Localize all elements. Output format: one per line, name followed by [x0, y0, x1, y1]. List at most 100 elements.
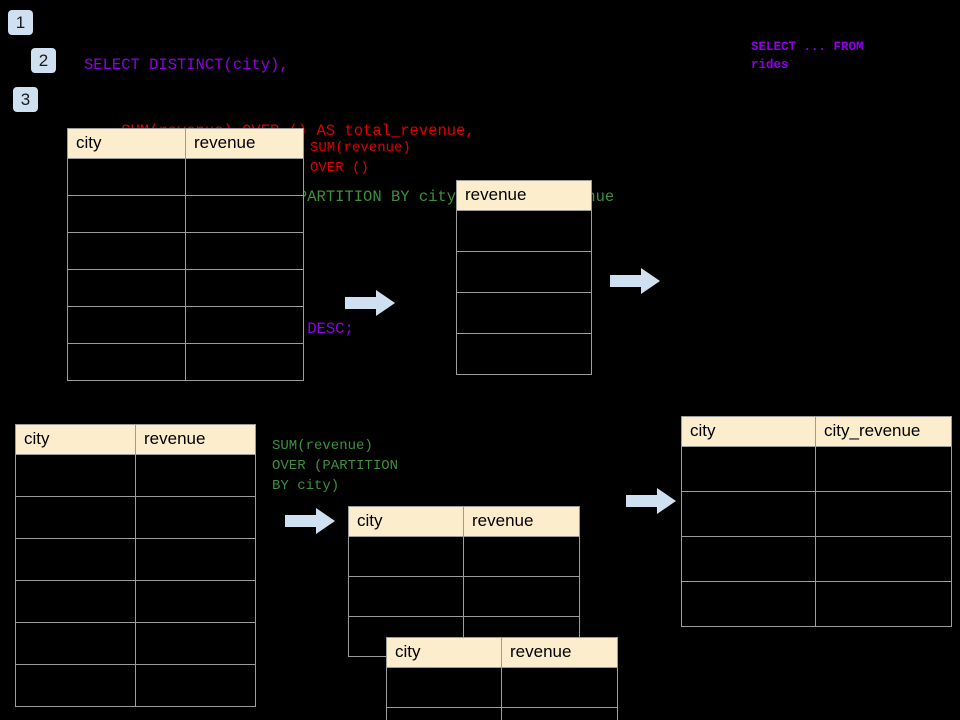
- sql-line-select: SELECT DISTINCT(city),: [84, 56, 289, 74]
- table-cell: [135, 538, 256, 581]
- table-source-top-body: [67, 158, 304, 381]
- table-row: [456, 333, 592, 375]
- step-badge-2: 2: [31, 48, 56, 73]
- table-cell: [386, 707, 502, 720]
- column-header-city: city: [386, 637, 502, 668]
- table-cell: [15, 580, 136, 623]
- table-row: [67, 343, 304, 381]
- table-partition-back-body: [348, 536, 580, 657]
- table-cell: [15, 664, 136, 707]
- table-cell: [185, 343, 304, 381]
- table-cell: [463, 576, 580, 617]
- table-source-top: city revenue: [67, 128, 304, 381]
- table-row: [15, 580, 256, 623]
- step-badge-3-label: 3: [20, 90, 31, 109]
- table-row: [681, 536, 952, 582]
- table-total-revenue-body: [456, 210, 592, 375]
- table-row: [456, 251, 592, 293]
- column-header-revenue: revenue: [501, 637, 618, 668]
- table-partition-front: city revenue: [386, 637, 618, 720]
- arrow-right-1: [345, 288, 395, 323]
- column-header-revenue: revenue: [135, 424, 256, 455]
- table-total-revenue-head: revenue: [456, 180, 592, 211]
- table-cell: [135, 454, 256, 497]
- table-cell: [67, 269, 186, 307]
- table-source-top-head: city revenue: [67, 128, 304, 159]
- table-cell: [67, 158, 186, 196]
- table-cell: [135, 496, 256, 539]
- column-header-city: city: [67, 128, 186, 159]
- table-header-row: city revenue: [15, 424, 256, 455]
- column-header-revenue: revenue: [463, 506, 580, 537]
- table-header-row: city revenue: [67, 128, 304, 159]
- table-result-head: city city_revenue: [681, 416, 952, 447]
- table-row: [67, 232, 304, 270]
- table-cell: [15, 538, 136, 581]
- table-partition-back: city revenue: [348, 506, 580, 657]
- table-row: [348, 576, 580, 617]
- arrow-right-4: [626, 486, 676, 521]
- table-row: [67, 195, 304, 233]
- table-cell: [463, 536, 580, 577]
- table-row: [67, 158, 304, 196]
- table-cell: [681, 536, 816, 582]
- table-cell: [135, 664, 256, 707]
- table-cell: [456, 292, 592, 334]
- column-header-city: city: [15, 424, 136, 455]
- step-badge-2-label: 2: [38, 51, 49, 70]
- table-row: [67, 269, 304, 307]
- table-cell: [67, 195, 186, 233]
- table-row: [681, 491, 952, 537]
- table-cell: [681, 491, 816, 537]
- table-cell: [815, 446, 952, 492]
- table-cell: [348, 536, 464, 577]
- table-row: [15, 538, 256, 581]
- table-total-revenue: revenue: [456, 180, 592, 375]
- table-row: [386, 667, 618, 708]
- table-cell: [815, 536, 952, 582]
- table-cell: [815, 491, 952, 537]
- table-row: [681, 581, 952, 627]
- table-row: [67, 306, 304, 344]
- annotation-select-from: SELECT ... FROM rides: [751, 40, 864, 72]
- table-row: [456, 210, 592, 252]
- table-row: [15, 622, 256, 665]
- annotation-sum-over-empty: SUM(revenue) OVER (): [310, 140, 411, 176]
- table-row: [15, 664, 256, 707]
- column-header-revenue: revenue: [456, 180, 592, 211]
- table-header-row: city city_revenue: [681, 416, 952, 447]
- annotation-sum-over-partition: SUM(revenue) OVER (PARTITION BY city): [272, 438, 399, 494]
- arrow-right-3: [285, 506, 335, 541]
- table-cell: [185, 195, 304, 233]
- table-header-row: city revenue: [386, 637, 618, 668]
- table-cell: [135, 580, 256, 623]
- table-cell: [815, 581, 952, 627]
- step-badge-1-label: 1: [15, 13, 26, 32]
- column-header-revenue: revenue: [185, 128, 304, 159]
- table-source-bottom: city revenue: [15, 424, 256, 707]
- table-cell: [185, 158, 304, 196]
- table-cell: [348, 576, 464, 617]
- table-row: [348, 536, 580, 577]
- table-result: city city_revenue: [681, 416, 952, 627]
- step-badge-3: 3: [13, 87, 38, 112]
- table-cell: [15, 622, 136, 665]
- arrow-right-2: [610, 266, 660, 301]
- table-cell: [185, 232, 304, 270]
- table-cell: [501, 707, 618, 720]
- table-row: [681, 446, 952, 492]
- table-cell: [501, 667, 618, 708]
- table-source-bottom-head: city revenue: [15, 424, 256, 455]
- table-result-body: [681, 446, 952, 627]
- column-header-city-revenue: city_revenue: [815, 416, 952, 447]
- table-cell: [681, 446, 816, 492]
- table-cell: [67, 306, 186, 344]
- table-cell: [456, 251, 592, 293]
- table-row: [386, 707, 618, 720]
- table-source-bottom-body: [15, 454, 256, 707]
- table-partition-back-head: city revenue: [348, 506, 580, 537]
- table-partition-front-body: [386, 667, 618, 720]
- table-cell: [15, 496, 136, 539]
- table-cell: [185, 269, 304, 307]
